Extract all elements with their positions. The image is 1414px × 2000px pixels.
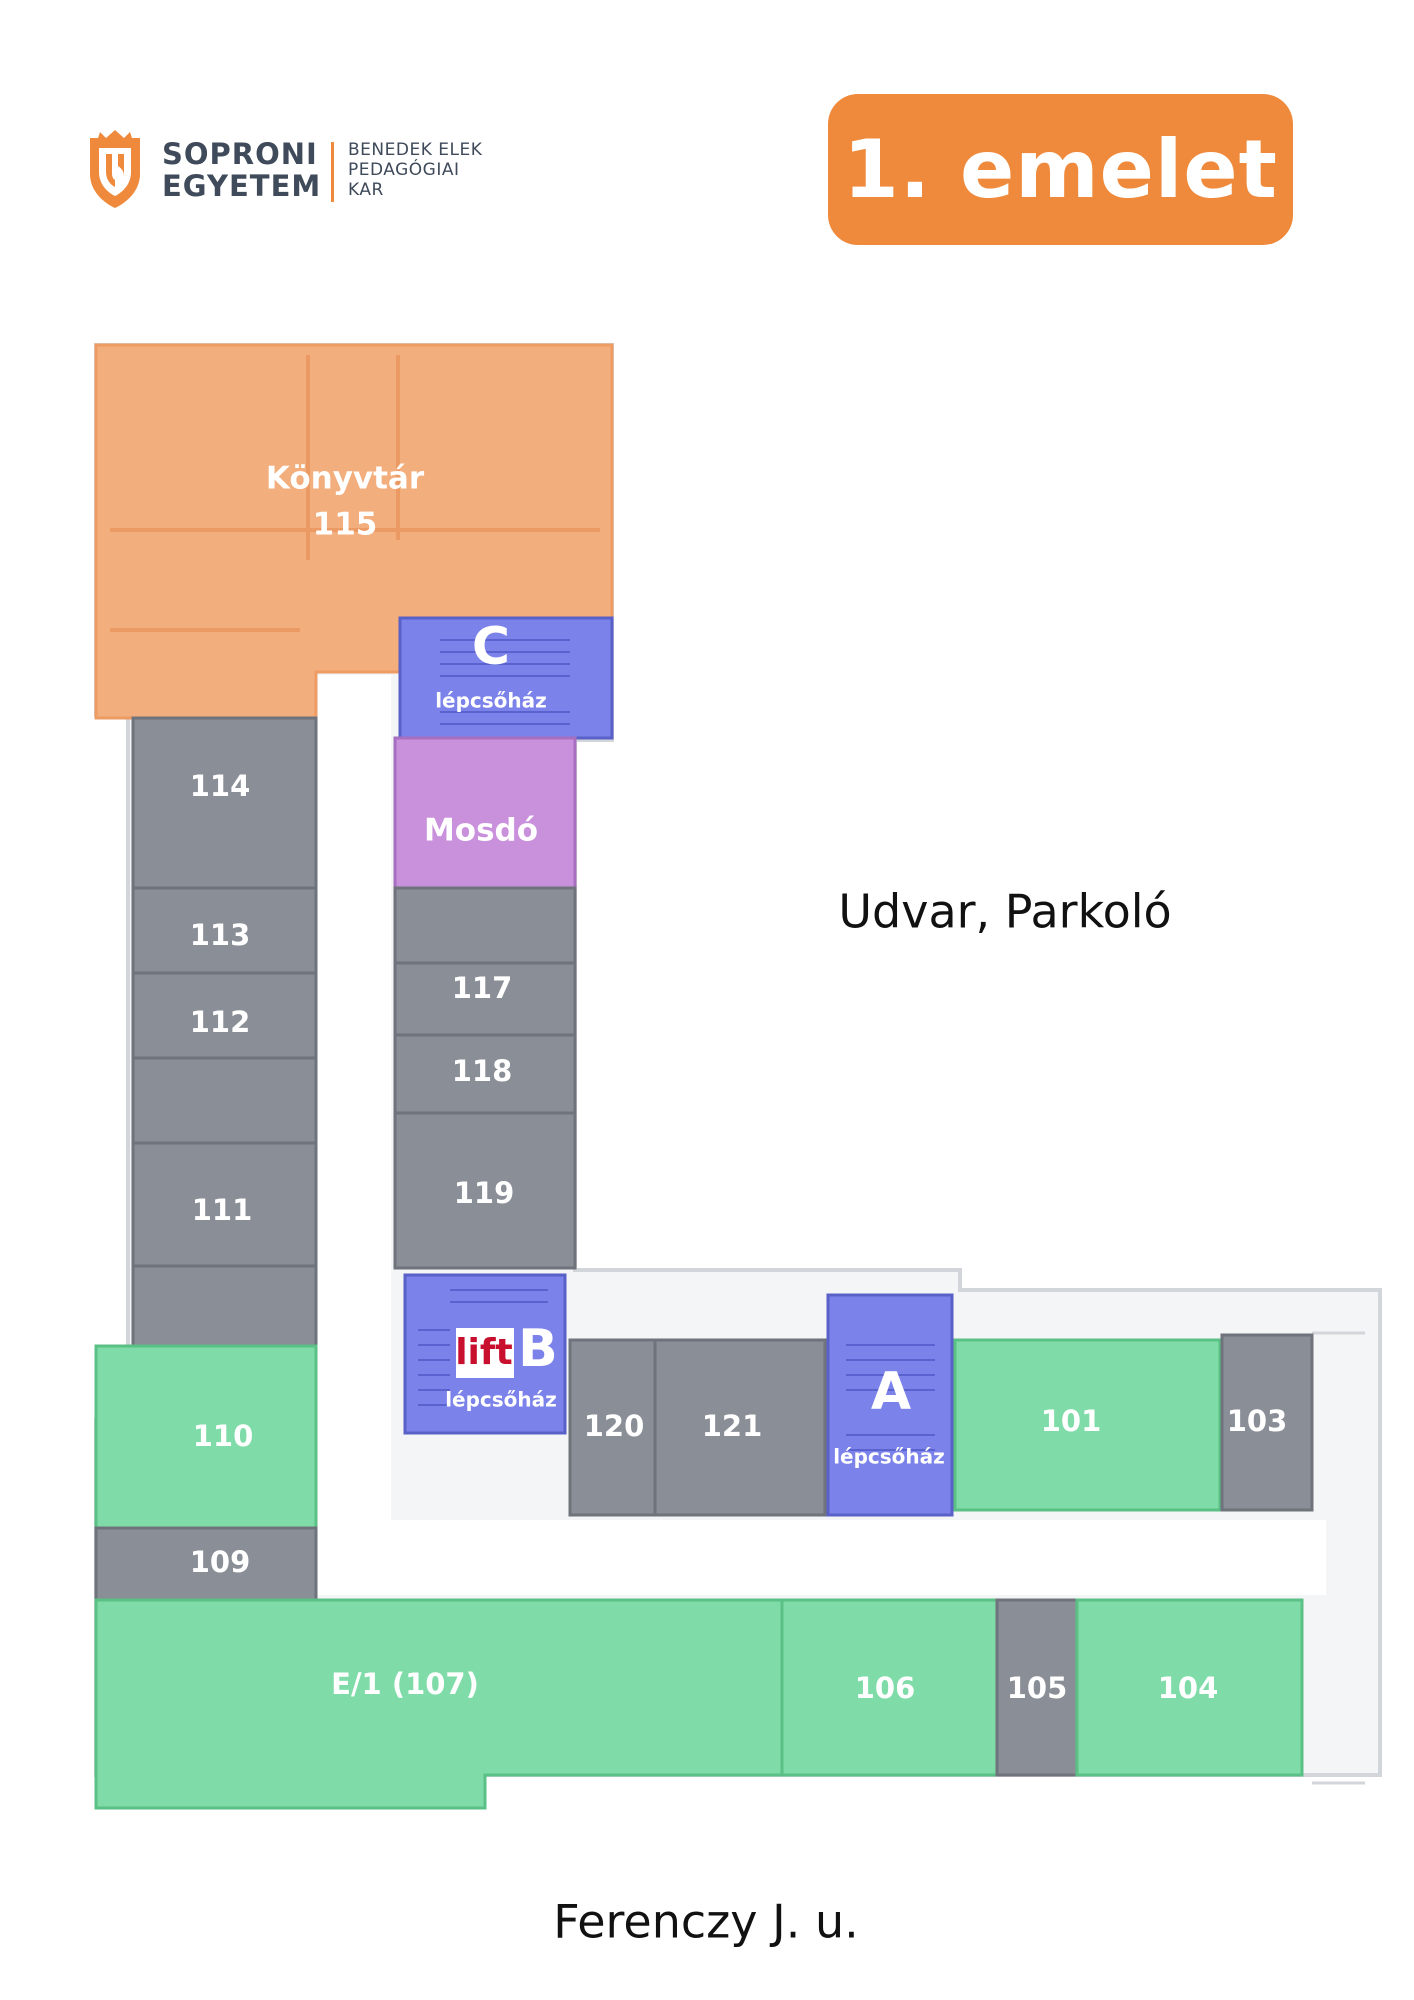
restroom-label: Mosdó <box>424 813 538 849</box>
faculty-line-2: PEDAGÓGIAI <box>348 160 460 180</box>
room-111[interactable] <box>131 1141 318 1268</box>
room-117[interactable] <box>393 961 577 1037</box>
room-112-label: 112 <box>190 1005 251 1039</box>
room-106-label: 106 <box>855 1671 916 1705</box>
room-121-label: 121 <box>702 1409 763 1443</box>
corridor-west <box>316 675 391 1595</box>
lift-sign <box>456 1328 514 1378</box>
room-unnamed-west[interactable] <box>131 1056 318 1145</box>
room-111-label: 111 <box>192 1193 253 1227</box>
logo-line-2: EGYETEM <box>162 169 322 203</box>
library-inner-walls <box>110 355 600 632</box>
faculty-line-3: KAR <box>348 180 384 200</box>
room-115-number-label: 115 <box>313 507 378 543</box>
room-120[interactable] <box>568 1338 657 1517</box>
faculty-line-1: BENEDEK ELEK <box>348 140 483 160</box>
room-104-label: 104 <box>1158 1671 1219 1705</box>
staircase-c[interactable] <box>398 616 614 740</box>
staircase-a-letter: A <box>871 1362 911 1422</box>
room-101-label: 101 <box>1041 1404 1102 1438</box>
room-101[interactable] <box>953 1338 1222 1512</box>
logo-line-1: SOPRONI <box>162 137 318 171</box>
room-121[interactable] <box>653 1338 827 1517</box>
room-105-label: 105 <box>1007 1671 1068 1705</box>
room-114-label: 114 <box>190 769 251 803</box>
room-103[interactable] <box>1220 1333 1314 1512</box>
stairs-a-steps <box>846 1344 935 1451</box>
room-117-label: 117 <box>452 971 513 1005</box>
room-115-name-label: Könyvtár <box>266 461 425 497</box>
room-119-label: 119 <box>454 1176 515 1210</box>
staircase-c-letter: C <box>472 617 510 677</box>
restroom[interactable] <box>393 736 577 890</box>
logo-wordmark: SOPRONI EGYETEM <box>162 138 321 202</box>
stairs-c-steps <box>440 639 570 725</box>
room-104[interactable] <box>1075 1598 1304 1777</box>
floor-badge: 1. emelet <box>828 94 1293 245</box>
room-107-label: E/1 (107) <box>331 1667 479 1701</box>
lift-label: lift <box>455 1332 513 1373</box>
staircase-a[interactable] <box>826 1293 954 1517</box>
staircase-c-label: lépcsőház <box>435 689 547 713</box>
street-label: Ferenczy J. u. <box>553 1895 858 1949</box>
stairs-b-steps <box>418 1289 548 1406</box>
room-unnamed-west-2[interactable] <box>131 1264 318 1348</box>
room-103-label: 103 <box>1227 1404 1288 1438</box>
room-106[interactable] <box>780 1598 999 1777</box>
faculty-name: BENEDEK ELEK PEDAGÓGIAI KAR <box>348 140 482 200</box>
room-118[interactable] <box>393 1033 577 1115</box>
room-110-label: 110 <box>193 1419 254 1453</box>
staircase-b-letter: B <box>518 1319 558 1379</box>
room-120-label: 120 <box>584 1409 645 1443</box>
logo-divider <box>331 142 334 202</box>
shield-crown-icon <box>90 130 140 208</box>
room-110[interactable] <box>94 1344 318 1530</box>
corridor-south <box>316 1520 1326 1595</box>
room-114[interactable] <box>131 716 318 890</box>
staircase-a-label: lépcsőház <box>833 1445 945 1469</box>
room-unnamed-middle[interactable] <box>393 886 577 965</box>
staircase-b-label: lépcsőház <box>445 1388 557 1412</box>
courtyard-label: Udvar, Parkoló <box>838 885 1171 939</box>
room-118-label: 118 <box>452 1054 513 1088</box>
university-logo: SOPRONI EGYETEM BENEDEK ELEK PEDAGÓGIAI … <box>86 130 526 210</box>
room-109-label: 109 <box>190 1545 251 1579</box>
room-112[interactable] <box>131 971 318 1060</box>
room-119[interactable] <box>393 1111 577 1270</box>
room-113-label: 113 <box>190 918 251 952</box>
